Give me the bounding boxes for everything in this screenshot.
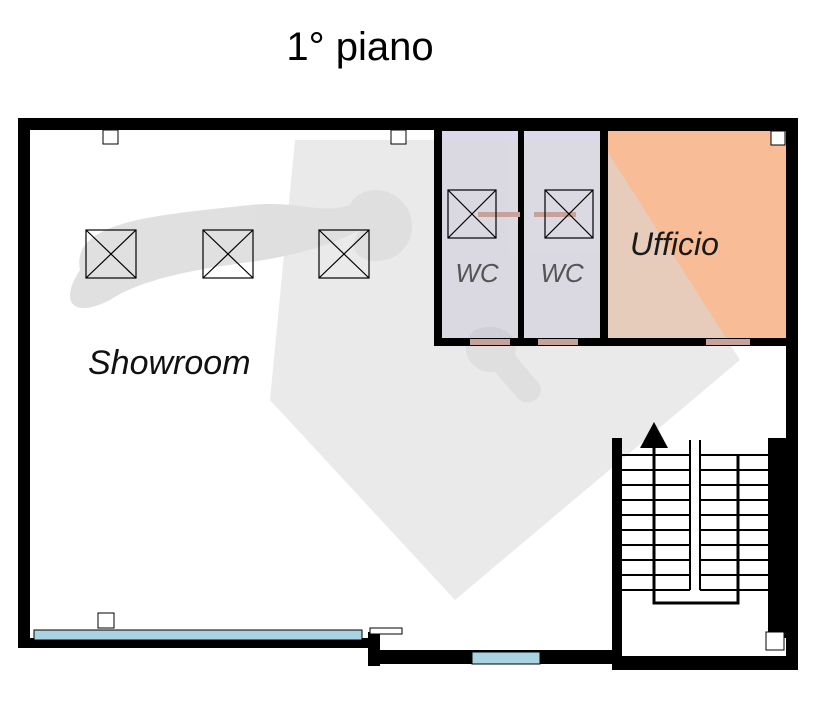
wall-stair-east [768, 438, 790, 638]
plan-title: 1° piano [286, 25, 433, 69]
pillar-marker [102, 129, 119, 145]
door-wc-1 [470, 339, 510, 345]
staircase [622, 440, 768, 605]
wall-ceiling-strip [438, 128, 788, 131]
pillar-marker [770, 130, 786, 146]
wall-wc-south [434, 338, 788, 346]
pillar-marker [369, 627, 403, 635]
room-label-ufficio: Ufficio [630, 226, 719, 262]
pillar-marker [390, 129, 407, 145]
window-south-long [33, 629, 363, 641]
skylight [318, 229, 370, 279]
skylight [202, 229, 254, 279]
skylight [85, 229, 137, 279]
wall-stair-west [612, 438, 622, 670]
skylight [447, 189, 497, 239]
watermark-logo-icon [70, 140, 740, 600]
wall-wc-divider [518, 126, 524, 346]
window-south-small [471, 651, 541, 665]
stair-direction-arrow-icon [640, 422, 668, 448]
wall-south-left [18, 638, 370, 648]
pillar-marker [765, 631, 785, 651]
skylight [544, 189, 594, 239]
door-wc-between-2 [534, 212, 576, 217]
door-wc-between-1 [478, 212, 520, 217]
wall-west [18, 118, 30, 648]
wall-stair-bottom [616, 656, 798, 670]
room-label-wc-2: WC [540, 258, 584, 288]
door-wc-2 [538, 339, 578, 345]
wall-wc-west [434, 126, 442, 346]
wall-wc-office [600, 126, 608, 346]
door-office [706, 339, 750, 345]
room-label-showroom: Showroom [88, 344, 251, 382]
pillar-marker [97, 612, 115, 629]
room-label-wc-1: WC [455, 258, 499, 288]
